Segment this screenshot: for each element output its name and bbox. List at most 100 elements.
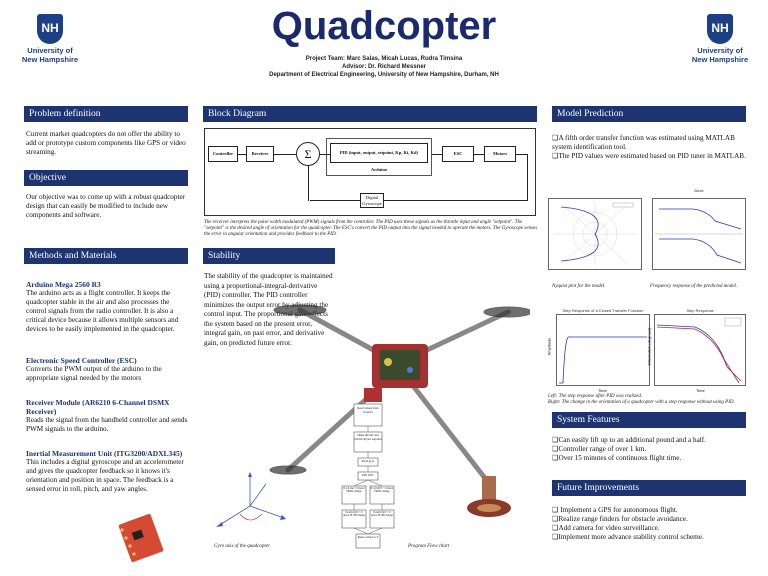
checkbox-bullet-icon: ❑ bbox=[552, 524, 559, 532]
nh-shield-icon: NH bbox=[707, 14, 733, 44]
block-diagram-frame bbox=[204, 128, 536, 216]
checkbox-bullet-icon: ❑ bbox=[552, 515, 559, 523]
summing-junction: Σ bbox=[296, 142, 320, 166]
future-item: ❑Realize range finders for obstacle avoi… bbox=[552, 515, 688, 523]
imu-board-photo bbox=[118, 513, 164, 563]
controller-block: Controller bbox=[208, 146, 238, 162]
model-bullets: ❑A fifth order transfer function was est… bbox=[552, 134, 748, 161]
flow-step: Reset values to 0 bbox=[357, 535, 379, 539]
method-imu: Inertial Measurement Unit (ITG3200/ADXL3… bbox=[26, 449, 188, 494]
esc-block: ESC bbox=[442, 146, 474, 162]
checkbox-bullet-icon: ❑ bbox=[552, 445, 559, 453]
connector bbox=[238, 154, 246, 155]
objective-text: Our objective was to come up with a robu… bbox=[26, 193, 186, 219]
step-open-curve bbox=[656, 317, 742, 384]
method-receiver: Receiver Module (AR6210 6-Channel DSMX R… bbox=[26, 398, 188, 434]
gyro-axis-diagram bbox=[216, 472, 286, 527]
step-open-ylabel: Orientation (degrees) bbox=[646, 327, 652, 366]
method-text: Converts the PWM output of the arduino t… bbox=[26, 365, 162, 382]
advisor-line: Advisor: Dr. Richard Messner bbox=[341, 64, 427, 70]
block-diagram-caption: The receiver interprets the pulse width … bbox=[204, 220, 538, 237]
connector bbox=[516, 154, 528, 155]
checkbox-bullet-icon: ❑ bbox=[552, 533, 559, 541]
poster-title: Quadcopter bbox=[271, 4, 497, 48]
nyquist-caption: Nyquist plot for the model. bbox=[552, 284, 606, 289]
flow-step: PID OUT bbox=[362, 473, 374, 477]
connector bbox=[432, 154, 442, 155]
feedback-line bbox=[308, 166, 309, 201]
model-bullet: ❑A fifth order transfer function was est… bbox=[552, 134, 735, 151]
method-title: Receiver Module (AR6210 6-Channel DSMX R… bbox=[26, 398, 170, 416]
step-open-title: Step Response bbox=[686, 308, 714, 313]
step-closed-title: Step Response of a Closed Transfer Funct… bbox=[562, 308, 644, 313]
method-title: Arduino Mega 2560 R3 bbox=[26, 280, 101, 289]
step-closed-ylabel: Amplitude bbox=[546, 337, 552, 356]
department-line: Department of Electrical Engineering, Un… bbox=[269, 72, 499, 78]
arduino-frame bbox=[326, 138, 432, 176]
flow-step: If roll OUT < 0 motor FR/RL change bbox=[370, 487, 394, 494]
checkbox-bullet-icon: ❑ bbox=[552, 134, 559, 142]
connector bbox=[274, 154, 296, 155]
flow-step: If roll Out > 0 motor FR/RL change bbox=[343, 487, 365, 494]
step-closed-curve bbox=[559, 336, 647, 384]
method-esc: Electronic Speed Controller (ESC) Conver… bbox=[26, 356, 188, 383]
feedback-line bbox=[527, 154, 528, 200]
model-bullet: ❑The PID values were estimated based on … bbox=[552, 152, 746, 160]
arduino-label: Arduino bbox=[370, 167, 388, 172]
flow-step: Read values from receiver bbox=[357, 406, 379, 414]
future-item: ❑Implement more advance stability contro… bbox=[552, 533, 704, 541]
problem-heading: Problem definition bbox=[24, 106, 188, 122]
feature-item: ❑Can easily lift up to an additional pou… bbox=[552, 436, 706, 444]
flow-step: Make throttle and pitch/roll/yaw setpoin… bbox=[354, 433, 382, 441]
step-response-open-plot bbox=[654, 314, 746, 386]
feedback-line bbox=[378, 200, 528, 201]
stability-heading: Stability bbox=[203, 248, 335, 264]
bode-curves bbox=[655, 208, 743, 264]
flow-step: Read gyro bbox=[361, 459, 375, 463]
program-flowchart bbox=[341, 403, 395, 549]
flowchart-caption: Program Flow chart bbox=[408, 544, 450, 549]
checkbox-bullet-icon: ❑ bbox=[552, 152, 559, 160]
nyquist-plot bbox=[548, 198, 642, 270]
checkbox-bullet-icon: ❑ bbox=[552, 454, 559, 462]
flow-step: If pitch OUT > 0 motor FL/FR change bbox=[343, 511, 365, 518]
future-item: ❑Add camera for video surveillance. bbox=[552, 524, 660, 532]
quadcopter-photo bbox=[269, 304, 530, 517]
future-list: ❑ Implement a GPS for autonomous flight.… bbox=[552, 506, 748, 542]
bode-caption: Frequency response of the predicted mode… bbox=[650, 284, 738, 289]
feedback-line bbox=[310, 200, 360, 201]
feature-item: ❑Controller range of over 1 km. bbox=[552, 445, 647, 453]
step-caption: Left: The step response after PID was re… bbox=[548, 394, 735, 405]
nyquist-curve bbox=[553, 202, 637, 265]
gyroscope-block: Digital Gyroscope bbox=[360, 193, 384, 208]
features-list: ❑Can easily lift up to an additional pou… bbox=[552, 436, 748, 463]
method-arduino: Arduino Mega 2560 R3 The arduino acts as… bbox=[26, 280, 188, 334]
methods-heading: Methods and Materials bbox=[24, 248, 188, 264]
step-response-closed-plot bbox=[556, 314, 650, 386]
future-item: ❑ Implement a GPS for autonomous flight. bbox=[552, 506, 678, 514]
flow-step: If pitch OUT < 0 motor FL/FR change bbox=[371, 511, 393, 518]
system-features-heading: System Features bbox=[552, 412, 746, 428]
checkbox-bullet-icon: ❑ bbox=[552, 436, 559, 444]
bode-plot bbox=[652, 198, 746, 270]
step-open-xlabel: Time bbox=[696, 388, 705, 393]
bode-title: Bode bbox=[694, 188, 704, 193]
pid-block: PID (input, output, setpoint, Kp, Ki, Kd… bbox=[330, 143, 428, 163]
method-title: Electronic Speed Controller (ESC) bbox=[26, 356, 137, 365]
method-title: Inertial Measurement Unit (ITG3200/ADXL3… bbox=[26, 449, 183, 458]
block-diagram-heading: Block Diagram bbox=[203, 106, 537, 122]
method-text: This includes a digital gyroscope and an… bbox=[26, 458, 184, 493]
method-text: Reads the signal from the handheld contr… bbox=[26, 416, 188, 433]
method-text: The arduino acts as a flight controller.… bbox=[26, 289, 179, 333]
receiver-block: Receiver bbox=[246, 146, 274, 162]
team-line: Project Team: Marc Salas, Micah Lucas, R… bbox=[305, 56, 463, 62]
checkbox-bullet-icon: ❑ bbox=[552, 506, 559, 514]
feature-item: ❑Over 15 minutes of continuous flight ti… bbox=[552, 454, 682, 462]
motors-block: Motors bbox=[484, 146, 516, 162]
objective-heading: Objective bbox=[24, 170, 188, 186]
connector bbox=[320, 154, 330, 155]
connector bbox=[474, 154, 484, 155]
